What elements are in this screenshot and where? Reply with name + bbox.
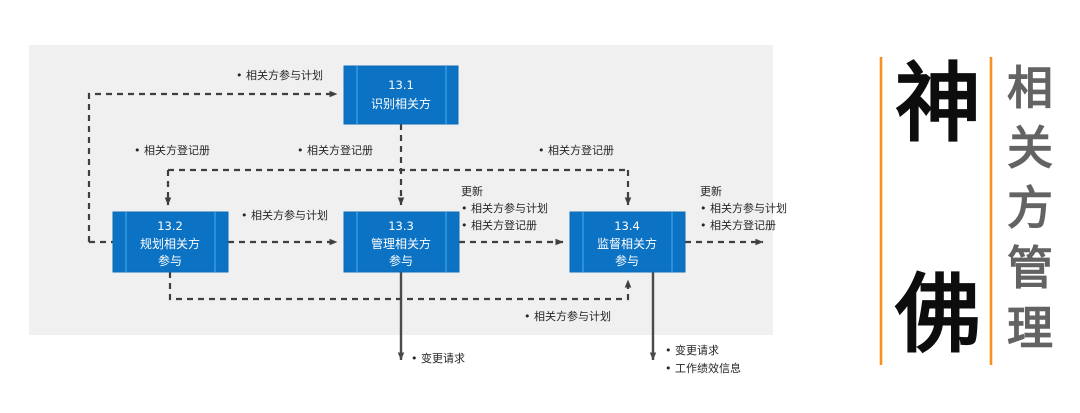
process-box-13-3[interactable]: 13.3 管理相关方 参与 <box>343 211 460 273</box>
process-13-3-line1: 管理相关方 <box>371 236 431 251</box>
process-13-1-line1: 识别相关方 <box>371 96 431 111</box>
label-update-mid-item1: • 相关方参与计划 <box>461 201 548 215</box>
label-update-right-item2: • 相关方登记册 <box>700 218 776 232</box>
sidebar-title-char-1: 关 <box>1007 121 1053 175</box>
sidebar-title-char-3: 管 <box>1007 241 1053 295</box>
label-plan-feedback-bottom: • 相关方参与计划 <box>524 309 611 323</box>
label-plan-132-to-133: • 相关方参与计划 <box>241 208 328 222</box>
label-plan-to-131: • 相关方参与计划 <box>236 68 323 82</box>
connector-feedback-to-131 <box>87 90 338 242</box>
sidebar-brand-char-1: 神 <box>895 54 981 154</box>
change-request-layer <box>397 272 657 361</box>
label-update-right-title: 更新 <box>700 184 722 198</box>
process-13-1-number: 13.1 <box>388 78 414 92</box>
sidebar-title-char-4: 理 <box>1007 301 1053 355</box>
process-box-13-2[interactable]: 13.2 规划相关方 参与 <box>112 211 229 273</box>
process-box-13-4[interactable]: 13.4 监督相关方 参与 <box>569 211 686 273</box>
sidebar-brand-char-2: 佛 <box>894 265 981 365</box>
label-register-mid: • 相关方登记册 <box>297 143 373 157</box>
label-update-mid-title: 更新 <box>461 184 483 198</box>
label-change-request-133: • 变更请求 <box>411 351 465 365</box>
label-update-right-item1: • 相关方参与计划 <box>700 201 787 215</box>
process-13-4-line1: 监督相关方 <box>597 236 657 251</box>
process-13-2-line2: 参与 <box>158 253 182 268</box>
process-13-4-line2: 参与 <box>615 253 639 268</box>
process-13-2-number: 13.2 <box>157 219 183 233</box>
process-box-13-1[interactable]: 13.1 识别相关方 <box>343 65 459 125</box>
label-register-right: • 相关方登记册 <box>538 143 614 157</box>
process-13-3-number: 13.3 <box>388 219 414 233</box>
sidebar-title-char-2: 方 <box>1007 181 1053 235</box>
label-work-performance-134: • 工作绩效信息 <box>665 361 741 375</box>
connector-bottom-feedback-to-134 <box>168 272 632 301</box>
connector-layer <box>87 90 764 301</box>
sidebar-title-char-0: 相 <box>1007 61 1053 115</box>
process-13-4-number: 13.4 <box>614 219 640 233</box>
label-update-mid-item2: • 相关方登记册 <box>461 218 537 232</box>
process-13-3-line2: 参与 <box>389 253 413 268</box>
process-13-2-line1: 规划相关方 <box>140 236 200 251</box>
label-register-left: • 相关方登记册 <box>134 143 210 157</box>
label-change-request-134: • 变更请求 <box>665 343 719 357</box>
sidebar-panel: 神 佛 相 关 方 管 理 <box>879 54 1053 365</box>
